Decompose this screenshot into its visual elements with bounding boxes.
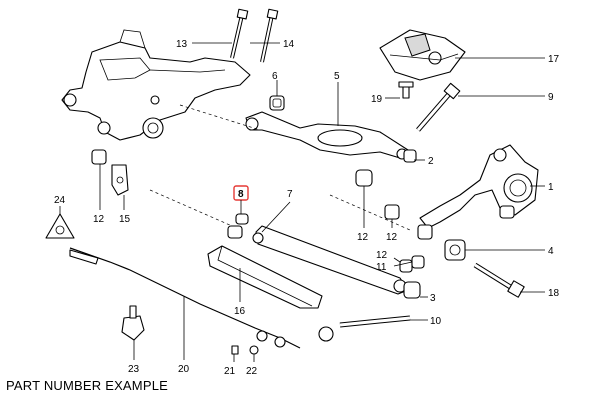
assembly-guide-line-2 (179, 104, 261, 131)
label-12-left: 12 (93, 214, 105, 225)
bushing-12-left (91, 149, 107, 165)
parking-brake-cable-20 (69, 247, 301, 349)
label-1: 1 (548, 182, 554, 193)
leader-lines (59, 42, 545, 362)
label-23: 23 (128, 364, 140, 375)
bushing-3 (403, 281, 421, 299)
bushing-4 (444, 239, 466, 261)
mount-17 (379, 29, 466, 81)
bushing-6 (269, 95, 285, 111)
label-9: 9 (548, 92, 554, 103)
label-14: 14 (283, 39, 295, 50)
rear-subframe (61, 29, 251, 141)
label-16: 16 (234, 306, 246, 317)
bushing-8 (227, 213, 249, 239)
bolt-18 (473, 262, 525, 298)
label-17: 17 (548, 54, 560, 65)
label-7: 7 (287, 189, 293, 200)
label-2: 2 (428, 156, 434, 167)
washer-22 (249, 345, 259, 355)
wheel-carrier-1 (417, 144, 539, 240)
label-6: 6 (272, 71, 278, 82)
bolt-14 (260, 8, 279, 63)
assembly-guide-line-3 (329, 194, 411, 231)
control-arm-5 (245, 111, 409, 160)
part-labels: 13 14 6 5 17 19 9 2 1 4 18 10 3 7 12 12 … (54, 39, 560, 377)
clip-23 (121, 305, 145, 341)
bushing-12-lower (399, 259, 413, 273)
label-10: 10 (430, 316, 442, 327)
label-15: 15 (119, 214, 131, 225)
bracket-15 (111, 164, 129, 196)
bolt-9 (416, 82, 461, 132)
label-21: 21 (224, 366, 236, 377)
label-13: 13 (176, 39, 188, 50)
label-4: 4 (548, 246, 554, 257)
bushing-2 (403, 149, 417, 163)
label-19: 19 (371, 94, 383, 105)
label-8: 8 (238, 189, 244, 200)
screw-21 (231, 345, 239, 355)
assembly-guide-line (149, 189, 233, 227)
label-3: 3 (430, 293, 436, 304)
label-12-lower: 12 (376, 250, 388, 261)
warning-triangle-24 (45, 213, 75, 239)
label-12-right: 12 (386, 232, 398, 243)
label-18: 18 (548, 288, 560, 299)
label-20: 20 (178, 364, 190, 375)
label-5: 5 (334, 71, 340, 82)
label-11: 11 (376, 262, 387, 273)
bolt-13 (230, 8, 249, 59)
caption: PART NUMBER EXAMPLE (6, 378, 169, 393)
bushing-12-right (384, 204, 400, 220)
label-22: 22 (246, 366, 258, 377)
label-12-center: 12 (357, 232, 369, 243)
bolt-10 (318, 315, 411, 342)
bolt-19 (398, 81, 414, 99)
heat-shield-16 (207, 245, 323, 309)
bushing-11 (411, 255, 425, 269)
bushing-12-center (355, 169, 373, 187)
label-24: 24 (54, 195, 66, 206)
